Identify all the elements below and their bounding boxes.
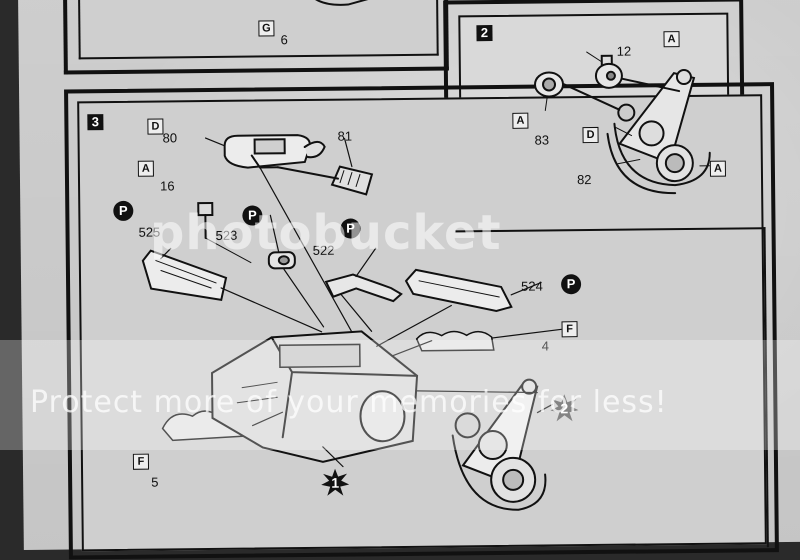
- letter-f-left-label: F: [133, 454, 149, 470]
- air-cleaner-80: [225, 135, 325, 168]
- instruction-sheet: G 6 2 3: [18, 0, 800, 550]
- part-81-label: 81: [337, 129, 352, 144]
- subassembly-marker-1: 1: [321, 469, 349, 497]
- part-82-label: 82: [577, 172, 592, 187]
- air-filter-81: [278, 166, 372, 195]
- part-524-label: 524: [521, 279, 543, 294]
- part-80-label: 80: [162, 130, 177, 145]
- watermark-tagline: Protect more of your memories for less!: [30, 385, 790, 420]
- subassembly-marker-1-label: 1: [331, 475, 339, 491]
- letter-d-step3-label: D: [147, 118, 163, 134]
- letter-a-left-label: A: [512, 113, 528, 129]
- paint-badge-525: P: [113, 201, 133, 221]
- letter-a-right-label: A: [710, 161, 726, 177]
- letter-d-step2-label: D: [582, 127, 598, 143]
- pipe-522: [326, 274, 401, 302]
- watermark-logo: photobucket: [150, 205, 750, 261]
- part-5-label: 5: [151, 475, 158, 490]
- idler-pulley-83: [535, 72, 563, 96]
- part-83-label: 83: [535, 132, 550, 147]
- letter-a-top-label: A: [663, 31, 679, 47]
- letter-f-right-label: F: [561, 321, 577, 337]
- pulley-assembly-step2: [607, 70, 710, 194]
- part-12-label: 12: [617, 44, 632, 59]
- letter-a-step3-label: A: [138, 161, 154, 177]
- part-16-label: 16: [160, 178, 175, 193]
- paint-badge-524: P: [561, 274, 581, 294]
- valve-cover-524: [406, 269, 511, 312]
